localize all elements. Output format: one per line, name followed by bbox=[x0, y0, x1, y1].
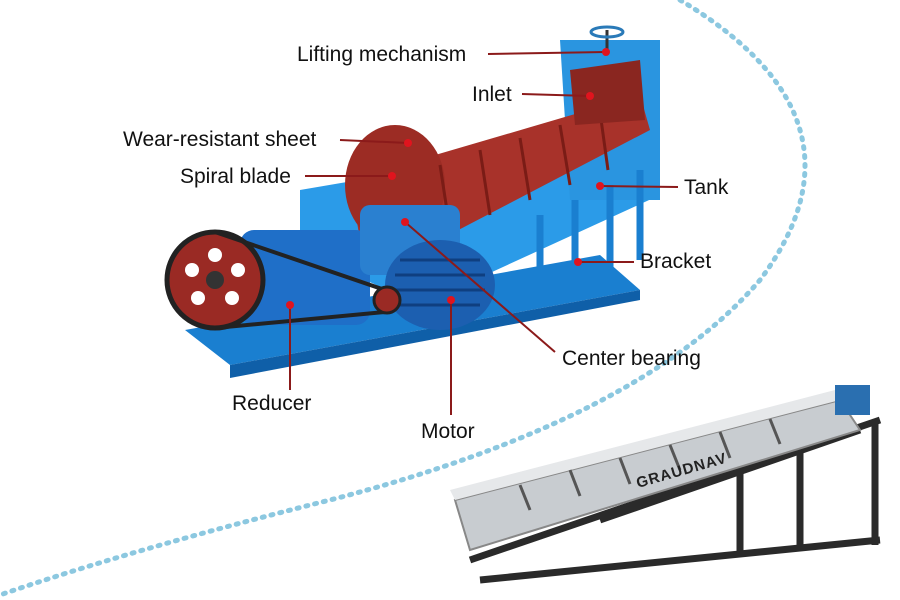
dotted-arc bbox=[0, 0, 808, 598]
label-motor: Motor bbox=[421, 420, 475, 443]
label-reducer: Reducer bbox=[232, 392, 312, 415]
label-inlet: Inlet bbox=[472, 83, 512, 106]
main-machine bbox=[164, 25, 660, 378]
label-tank: Tank bbox=[684, 176, 729, 199]
label-center-bearing: Center bearing bbox=[562, 347, 701, 370]
label-lifting-mechanism: Lifting mechanism bbox=[297, 43, 467, 66]
motor bbox=[385, 240, 495, 330]
reducer bbox=[240, 230, 370, 325]
label-wear-resistant-sheet: Wear-resistant sheet bbox=[123, 128, 317, 151]
leader-lines bbox=[289, 51, 679, 415]
label-dots bbox=[286, 48, 610, 309]
label-spiral-blade: Spiral blade bbox=[180, 165, 291, 188]
label-bracket: Bracket bbox=[640, 250, 712, 273]
secondary-machine: GRAUDNAV bbox=[450, 385, 882, 584]
